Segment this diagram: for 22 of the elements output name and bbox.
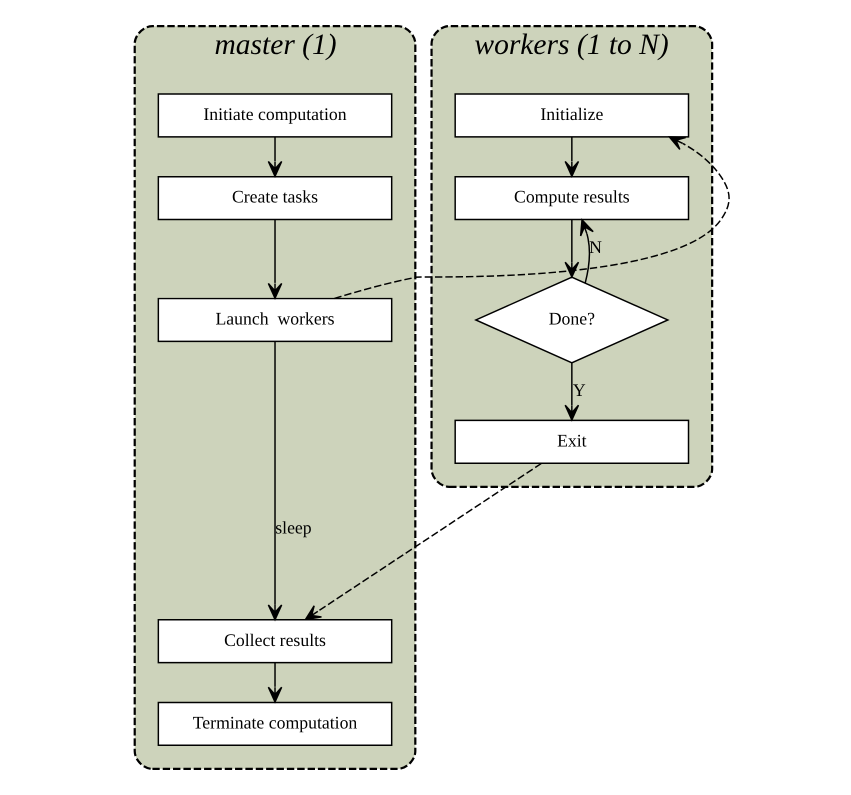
node-box: Create tasks xyxy=(157,176,392,220)
node-box: Collect results xyxy=(157,619,392,664)
node-box: Terminate computation xyxy=(157,702,392,746)
edge-label: sleep xyxy=(274,518,312,538)
arrow xyxy=(334,136,730,300)
edge-label: Y xyxy=(572,380,586,400)
node-box: Launch workers xyxy=(157,298,392,342)
node-box: Compute results xyxy=(454,176,689,220)
arrow xyxy=(267,662,282,703)
arrow xyxy=(579,219,594,283)
arrow xyxy=(267,220,282,299)
arrow xyxy=(304,462,542,620)
node-box: Initiate computation xyxy=(157,93,392,138)
arrow xyxy=(564,220,579,278)
edge-label: N xyxy=(588,236,602,257)
node-box: Exit xyxy=(454,420,689,464)
arrow xyxy=(564,363,579,421)
arrow xyxy=(267,137,282,177)
node-box: Initialize xyxy=(454,93,689,138)
arrow xyxy=(267,342,282,620)
node-diamond: Done? xyxy=(474,276,670,364)
arrow xyxy=(564,137,579,177)
